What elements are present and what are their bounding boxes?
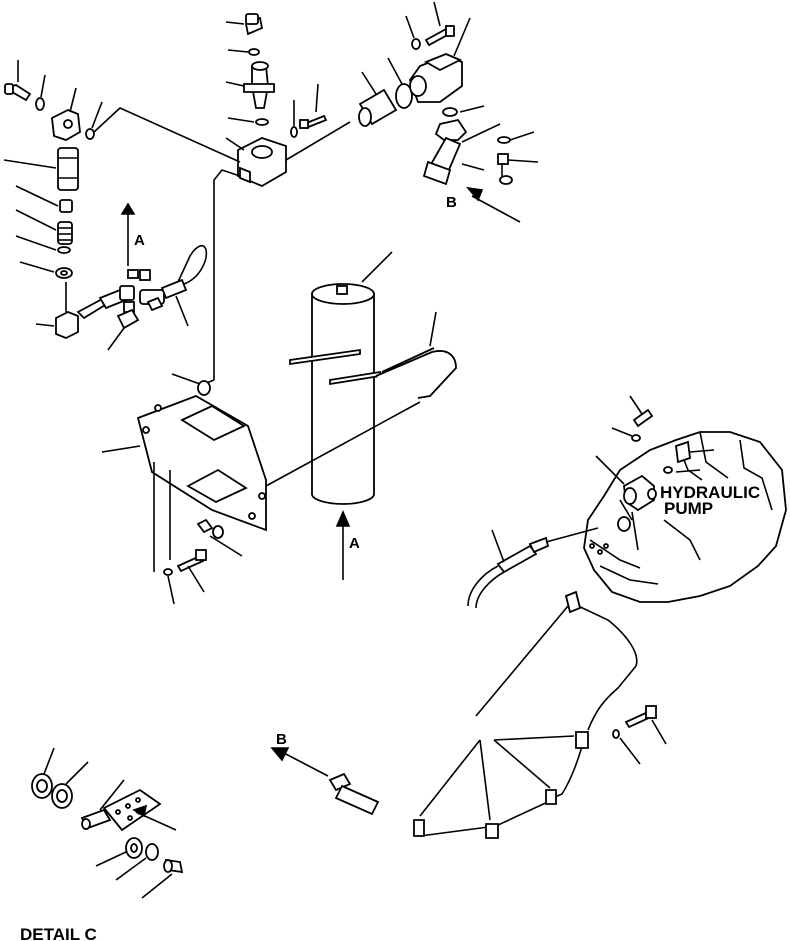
arrow-b-label-upper: B <box>446 194 457 211</box>
detail-c-label: DETAIL C <box>20 925 97 941</box>
hydraulic-pump: HYDRAULIC PUMP <box>583 395 787 603</box>
mounting-bracket <box>101 395 267 605</box>
filter-housing-group <box>358 1 471 127</box>
detail-c-group: DETAIL C <box>20 747 184 941</box>
arrow-a-label-upper: A <box>134 232 145 249</box>
lower-fitting-group: B <box>270 731 380 816</box>
arrow-b-label-lower: B <box>276 731 287 748</box>
pump-label: PUMP <box>664 499 713 518</box>
top-center-valve <box>225 13 328 188</box>
elbow-tube-group: B <box>422 105 539 223</box>
pump-hose-group <box>413 527 667 839</box>
hydraulic-label: HYDRAULIC <box>660 483 760 502</box>
small-tee-group: A <box>76 202 208 351</box>
arrow-a-label-lower: A <box>349 535 360 552</box>
tank-cylinder: A <box>265 251 457 580</box>
top-left-bolt-group <box>3 60 103 339</box>
